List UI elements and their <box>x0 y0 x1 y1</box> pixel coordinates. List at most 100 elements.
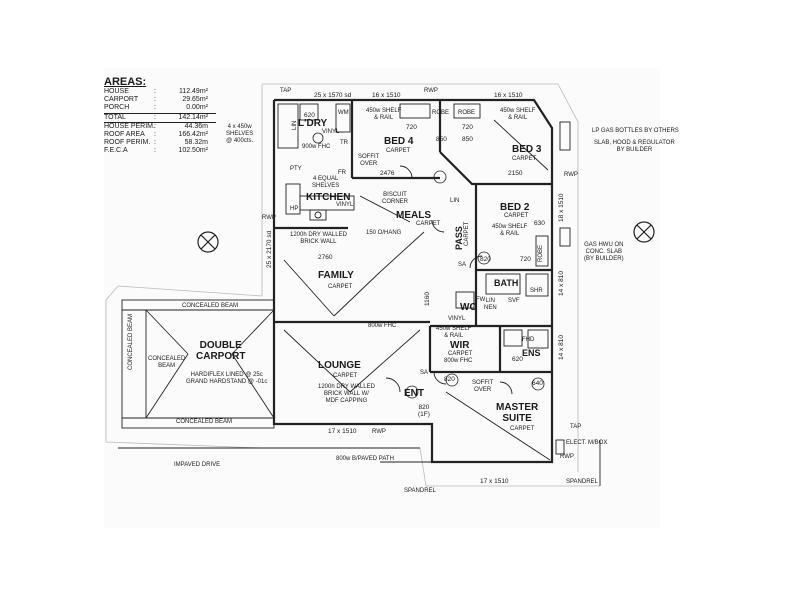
laundry-trough <box>299 103 319 121</box>
dim-family-width: 2760 <box>318 254 333 261</box>
dim-ens-window: 14 x 810 <box>558 335 565 360</box>
note-bed2-shelf: 450w SHELF & RAIL <box>492 224 528 237</box>
roof-hip-2 <box>333 271 381 317</box>
areas-row: ROOF PERIM.:58.32m <box>104 139 216 147</box>
areas-row-label: ROOF AREA <box>104 131 145 139</box>
areas-row-colon: : <box>154 147 156 155</box>
room-wc-finish: VINYL <box>448 316 466 322</box>
note-rwp-top: RWP <box>424 88 438 94</box>
note-lounge-brick-wall: 1200h DRY WALLED BRICK WALL W/ MDF CAPPI… <box>318 384 375 404</box>
areas-row-colon: : <box>154 122 156 130</box>
room-wir-finish: CARPET <box>448 351 473 357</box>
bed4-robe <box>399 103 431 119</box>
room-kitchen-finish: VINYL <box>336 202 354 208</box>
note-spandrel-right: SPANDREL <box>566 479 598 485</box>
ensuite-shower <box>527 329 549 349</box>
dim-wir-door: 820 <box>444 376 455 383</box>
note-hp: HP <box>290 206 299 212</box>
roof-hip-7 <box>493 119 549 171</box>
room-family: FAMILY <box>318 270 354 281</box>
note-biscuit-corner: BISCUIT CORNER <box>382 192 409 205</box>
note-svf: SVF <box>508 298 520 304</box>
dim-bed3-width: 2150 <box>508 170 523 177</box>
room-passage: PASS <box>454 226 464 250</box>
room-lounge-finish: CARPET <box>333 373 358 379</box>
room-kitchen: KITCHEN <box>306 192 351 203</box>
bed4-door-arc <box>399 165 413 179</box>
note-fhc-wir: 800w FHC <box>444 358 473 364</box>
note-rwp-right: RWP <box>564 172 578 178</box>
ensuite-vanity <box>503 329 523 347</box>
dim-bed2-door: 630 <box>534 220 545 227</box>
areas-row-value: 166.42m² <box>178 131 208 139</box>
note-slab-hood: SLAB, HOOD & REGULATOR BY BUILDER <box>594 140 675 153</box>
note-bed3-shelf: 450w SHELF & RAIL <box>500 108 536 121</box>
dim-robe-bed4: 720 <box>406 124 417 131</box>
areas-row-colon: : <box>154 88 156 95</box>
areas-row: CARPORT:29.65m² <box>104 96 216 104</box>
areas-row-label: HOUSE PERIM. <box>104 122 155 130</box>
room-master-suite: MASTER SUITE <box>496 402 539 424</box>
room-bed2-finish: CARPET <box>504 213 529 219</box>
areas-row-value: 0.00m² <box>186 104 208 112</box>
kitchen-cooktop <box>309 209 327 221</box>
dim-ens-door: 640 <box>532 380 543 387</box>
tree-marker-left-x2 <box>200 234 216 250</box>
room-bath: BATH <box>494 278 519 288</box>
gas-hwu <box>559 227 571 247</box>
areas-row-colon: : <box>154 96 156 104</box>
dim-passage-width: 1160 <box>424 292 431 306</box>
note-rwp-left: RWP <box>262 215 276 221</box>
kitchen-sink-bowl <box>314 211 322 219</box>
areas-title: AREAS: <box>104 76 147 88</box>
note-fr: FR <box>338 170 346 176</box>
carport-hip-4 <box>231 353 275 419</box>
dim-bath-door: 720 <box>520 256 531 263</box>
room-wir: WIR <box>450 340 470 351</box>
note-tr: TR <box>340 140 348 146</box>
roof-outline-bottom <box>105 84 600 487</box>
dim-window-2: 16 x 1510 <box>372 92 401 99</box>
room-bed4: BED 4 <box>384 136 414 147</box>
roof-hip-3 <box>379 231 425 273</box>
areas-row: F.E.C.A: 102.50m² <box>104 147 216 155</box>
areas-row-value: 102.50m² <box>178 147 208 155</box>
dim-robe-bed3: 720 <box>462 124 473 131</box>
roof-hip-8 <box>359 195 411 223</box>
dim-family-window: 25 x 2170 sd <box>266 230 273 268</box>
dim-ens-vanity: 620 <box>512 356 523 363</box>
areas-row-label: F.E.C.A <box>104 147 128 155</box>
note-concealed-beam-left: CONCEALED BEAM <box>128 313 134 370</box>
bed2-robe <box>535 235 549 267</box>
room-bed4-finish: CARPET <box>386 148 411 154</box>
door-circle-1 <box>433 170 447 184</box>
roof-hip-6 <box>445 391 551 461</box>
door-circle-2 <box>477 251 491 265</box>
pass-door-arc <box>431 219 445 233</box>
room-family-finish: CARPET <box>328 284 353 290</box>
tree-marker-right-x2 <box>636 224 652 240</box>
wir-door-arc <box>433 371 447 385</box>
house-outer-wall <box>272 98 554 464</box>
note-tap-top: TAP <box>280 88 292 94</box>
plan-sheet <box>104 68 660 528</box>
note-wir-shelf: 450w SHELF & RAIL <box>436 326 472 339</box>
areas-row-label: ROOF PERIM. <box>104 139 151 147</box>
note-paved-path: 800w B/PAVED PATH <box>336 456 394 462</box>
dim-door-bed3: 850 <box>462 136 473 143</box>
laundry-wm <box>335 103 351 133</box>
areas-row-value: 142.14m² <box>178 113 208 121</box>
tree-marker-right <box>633 221 655 243</box>
elect-meter-box <box>555 439 565 455</box>
room-double-carport: DOUBLE CARPORT <box>196 340 246 362</box>
carport-hip-3 <box>231 309 275 355</box>
areas-row-value: 112.49m² <box>178 88 208 95</box>
areas-row-colon: : <box>154 139 156 147</box>
note-ohang: 150 O/HANG <box>366 230 402 236</box>
dim-window-1: 25 x 1570 sd <box>314 92 352 99</box>
roof-hip-5 <box>349 329 421 393</box>
areas-row-label: CARPORT <box>104 96 139 104</box>
note-fhc-ldry: 900w FHC <box>302 144 331 150</box>
